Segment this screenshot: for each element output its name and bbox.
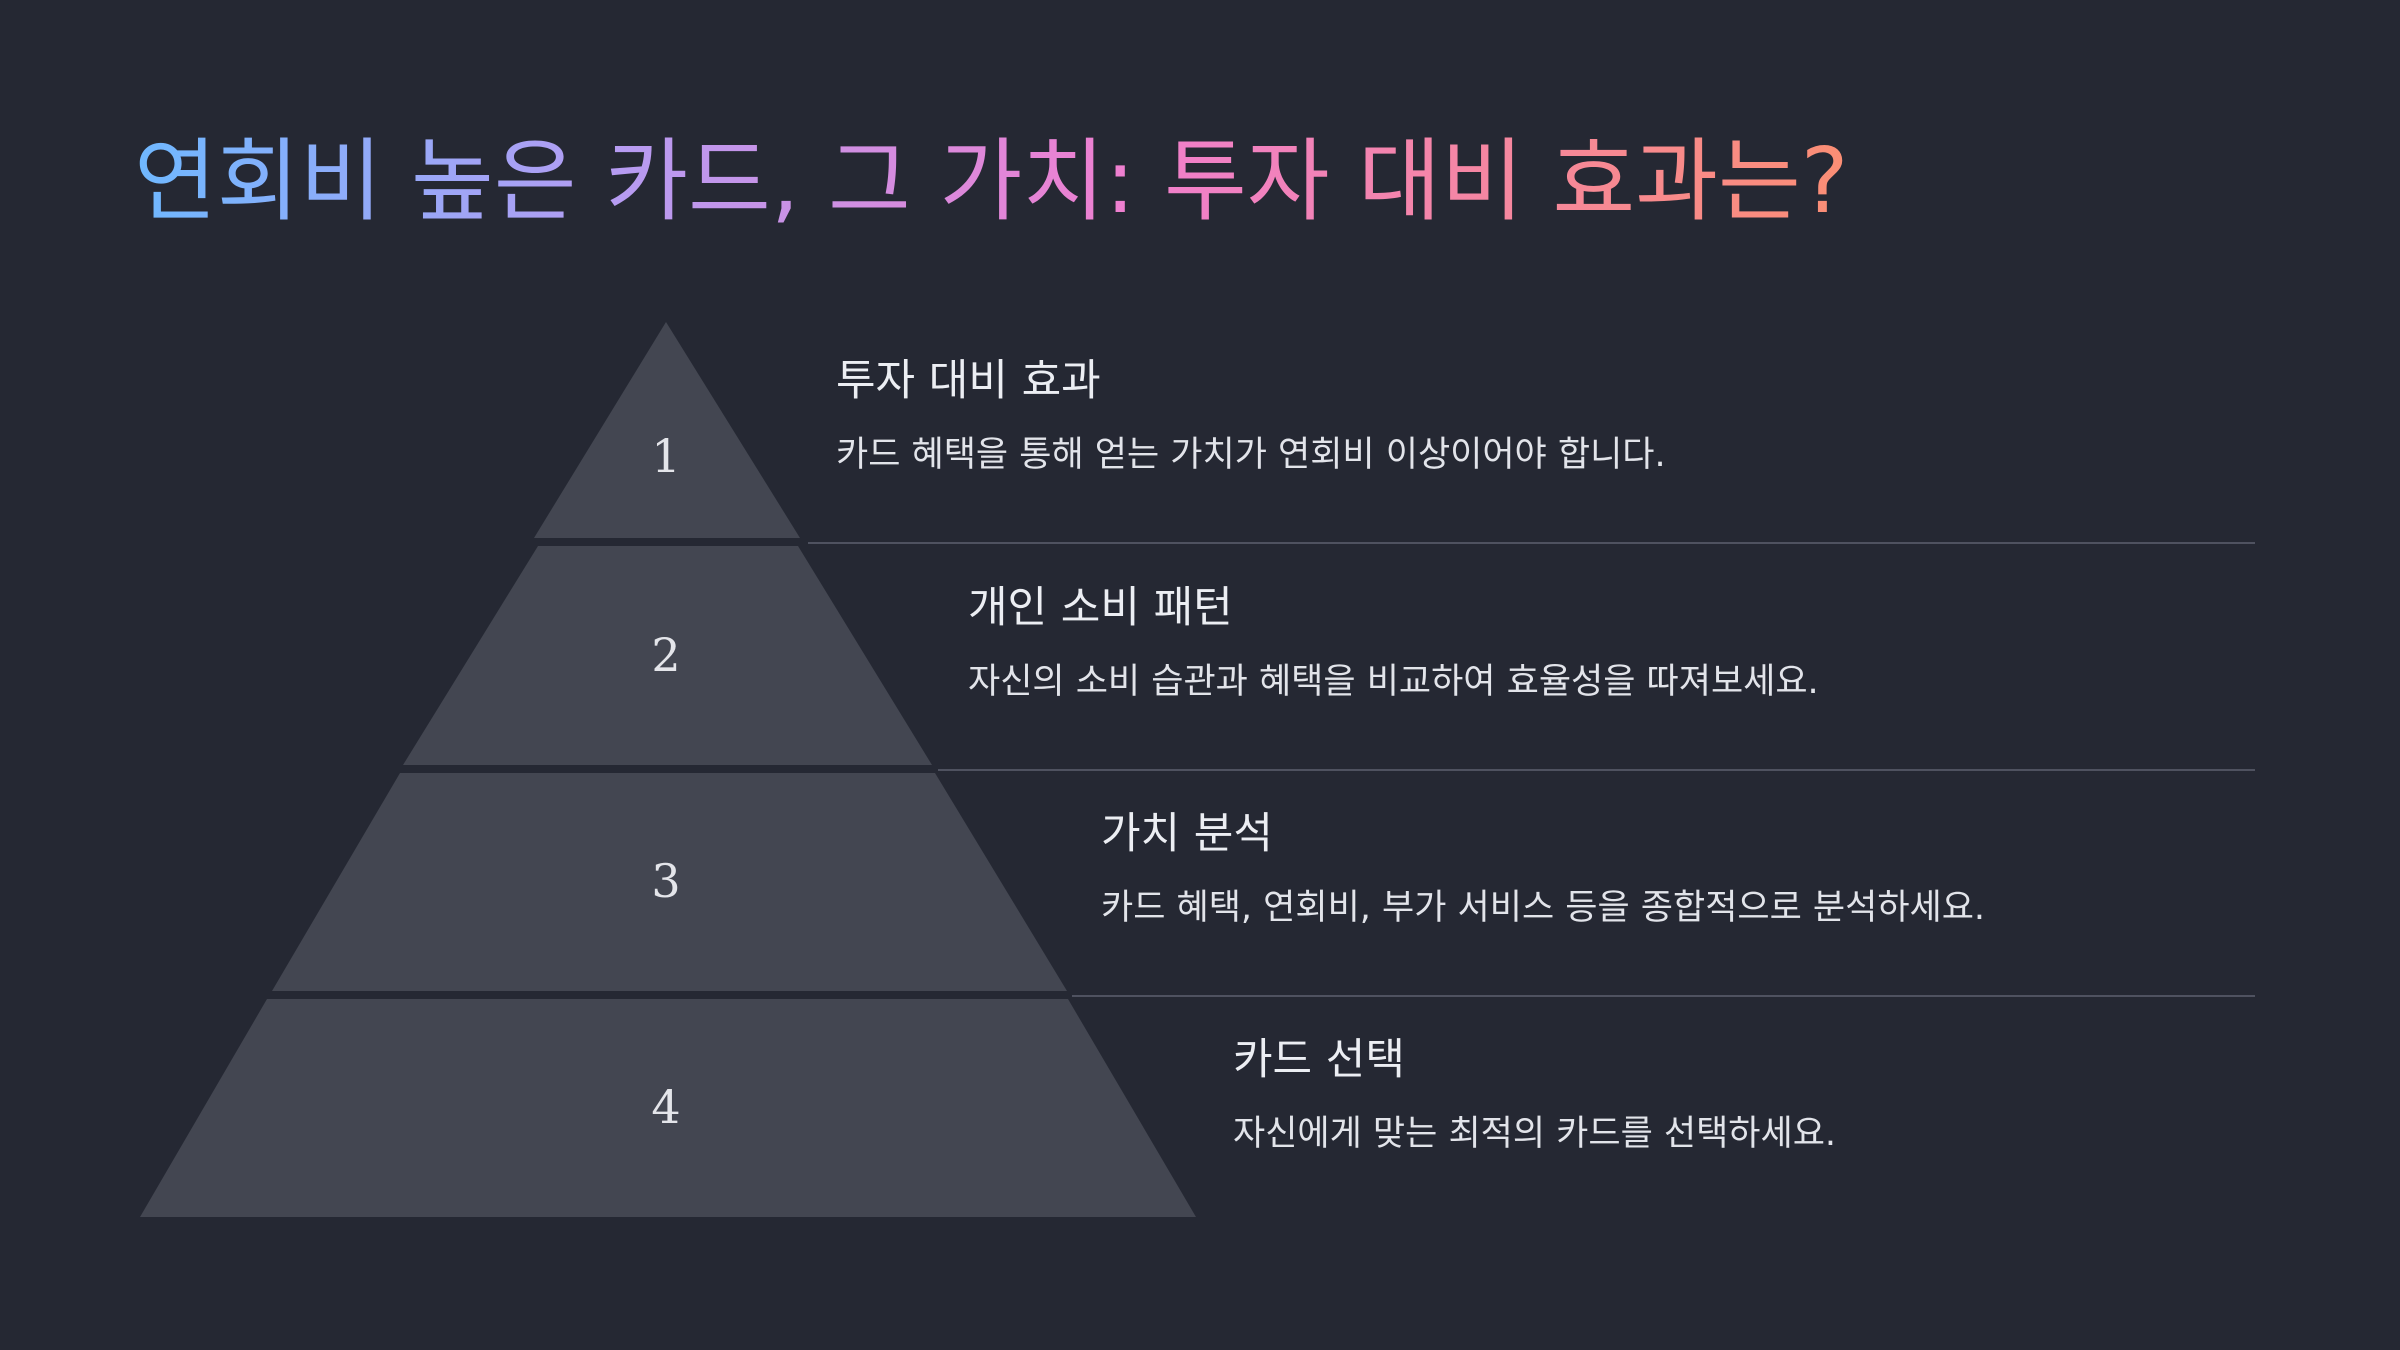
step-description-4: 자신에게 맞는 최적의 카드를 선택하세요. [1233, 1113, 1837, 1154]
step-description-1: 카드 혜택을 통해 얻는 가치가 연회비 이상이어야 합니다. [836, 434, 1666, 475]
pyramid-segment-1 [534, 322, 800, 538]
step-title-1: 투자 대비 효과 [836, 356, 1101, 406]
pyramid-segment-4 [140, 999, 1196, 1217]
step-title-4: 카드 선택 [1233, 1035, 1405, 1085]
divider-1 [808, 542, 2255, 544]
pyramid-number-4: 4 [651, 1080, 680, 1134]
divider-2 [938, 769, 2255, 771]
step-2: 개인 소비 패턴 자신의 소비 습관과 혜택을 비교하여 효율성을 따져보세요. [968, 583, 1819, 703]
step-title-2: 개인 소비 패턴 [968, 583, 1233, 633]
pyramid-number-1: 1 [651, 429, 680, 483]
pyramid-segment-2 [403, 546, 932, 765]
pyramid-level-3: 3 [272, 773, 1067, 991]
pyramid-number-2: 2 [651, 628, 680, 682]
step-description-2: 자신의 소비 습관과 혜택을 비교하여 효율성을 따져보세요. [968, 661, 1819, 702]
page-title: 연회비 높은 카드, 그 가치: 투자 대비 효과는? [134, 129, 1849, 234]
pyramid-number-3: 3 [651, 854, 680, 908]
step-4: 카드 선택 자신에게 맞는 최적의 카드를 선택하세요. [1233, 1035, 1836, 1155]
pyramid-level-2: 2 [403, 546, 932, 765]
pyramid-level-1: 1 [534, 322, 800, 538]
pyramid-segment-3 [272, 773, 1067, 991]
divider-3 [1072, 995, 2255, 997]
pyramid-level-4: 4 [140, 999, 1196, 1217]
step-1: 투자 대비 효과 카드 혜택을 통해 얻는 가치가 연회비 이상이어야 합니다. [836, 356, 1666, 476]
step-description-3: 카드 혜택, 연회비, 부가 서비스 등을 종합적으로 분석하세요. [1101, 887, 1986, 928]
step-3: 가치 분석 카드 혜택, 연회비, 부가 서비스 등을 종합적으로 분석하세요. [1101, 809, 1985, 929]
step-title-3: 가치 분석 [1101, 809, 1273, 859]
